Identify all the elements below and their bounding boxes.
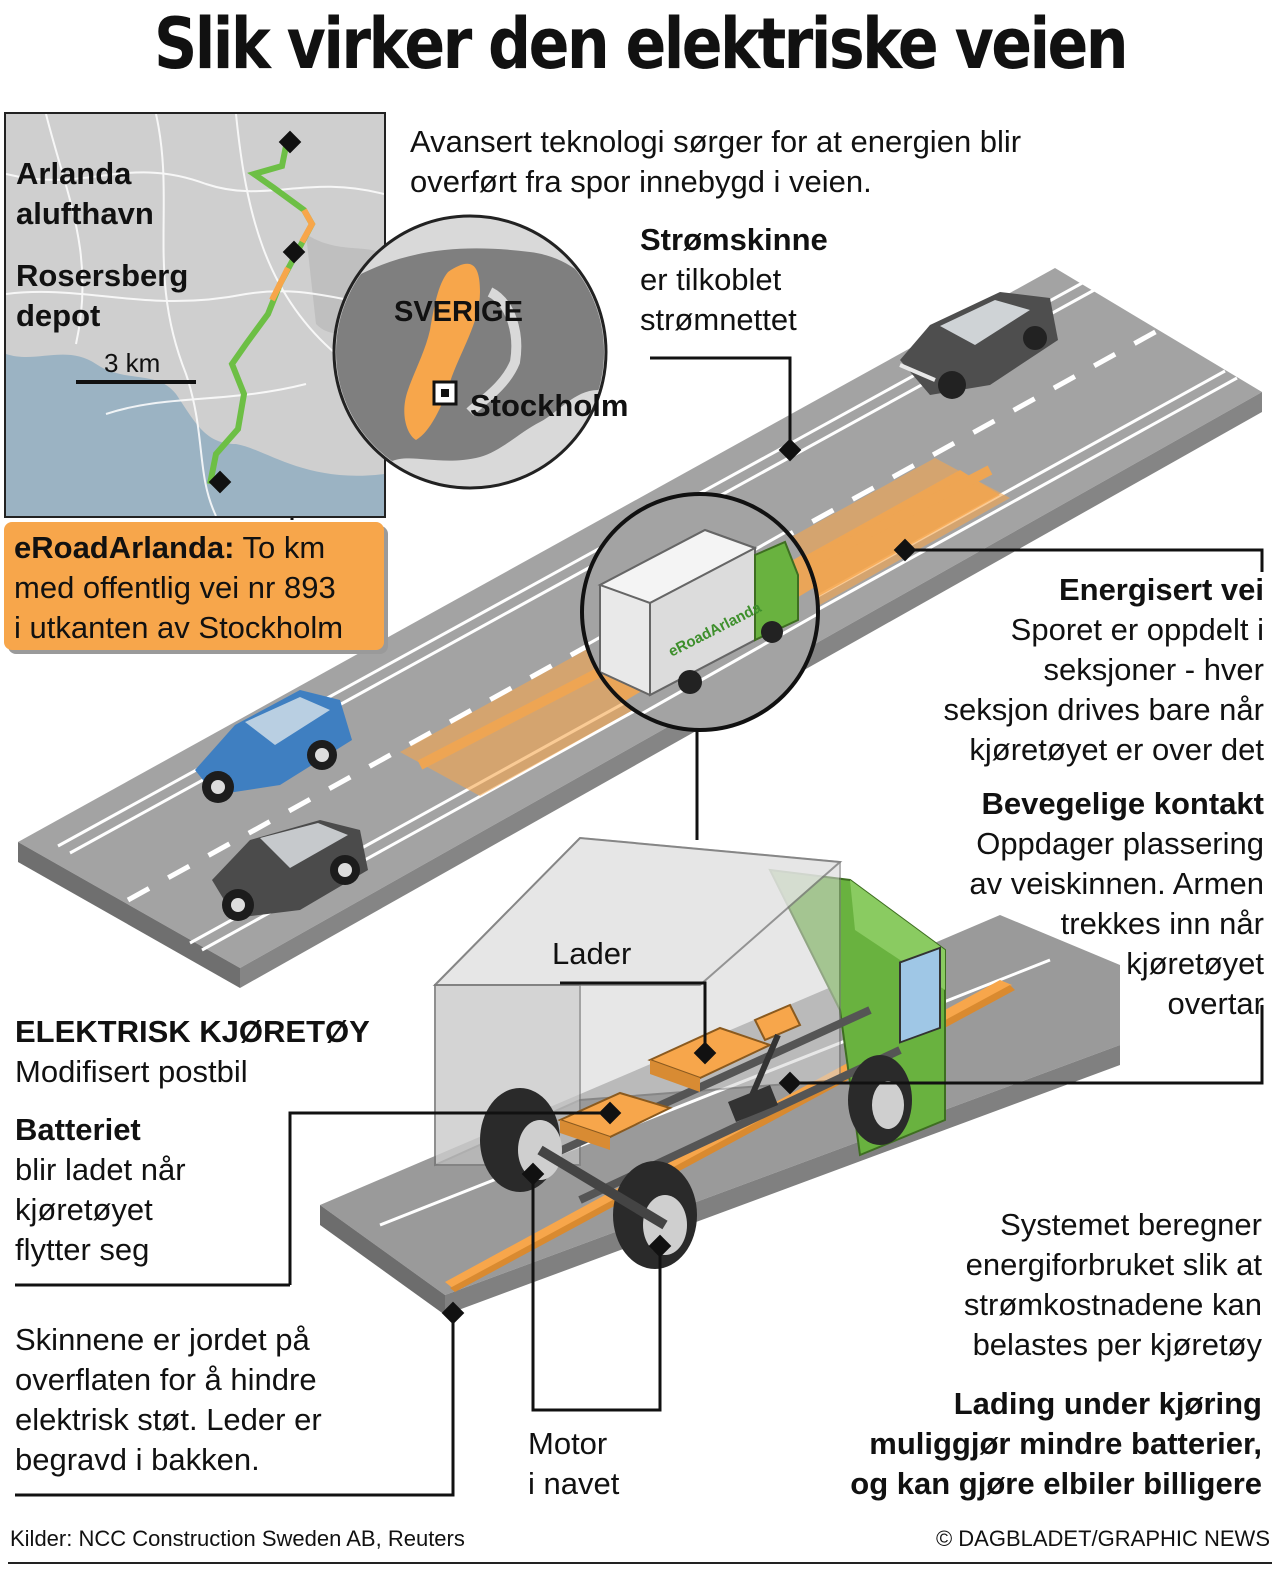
motor-block: Motor i navet [528, 1424, 619, 1504]
skinnene-block: Skinnene er jordet på overflaten for å h… [15, 1320, 322, 1480]
stromskinne-line-1: er tilkoblet [640, 262, 782, 297]
motor-line-1: Motor [528, 1426, 608, 1461]
eroad-info-box: eRoadArlanda: To km med offentlig vei nr… [4, 522, 384, 650]
skinnene-line-3: elektrisk støt. Leder er [15, 1402, 322, 1437]
systemet-line-1: Systemet beregner [1000, 1207, 1262, 1242]
energisert-line-2: seksjoner - hver [1043, 652, 1264, 687]
map-label-rosersberg: Rosersberg [16, 258, 189, 293]
intro-line-2: overført fra spor innebygd i veien. [410, 164, 872, 199]
map-scale-label: 3 km [104, 348, 161, 378]
stromskinne-heading: Strømskinne [640, 222, 828, 257]
motor-line-2: i navet [528, 1466, 620, 1501]
lading-line-3: og kan gjøre elbiler billigere [850, 1466, 1262, 1501]
skinnene-line-4: begravd i bakken. [15, 1442, 260, 1477]
systemet-block: Systemet beregner energiforbruket slik a… [760, 1205, 1262, 1365]
map-label-arlanda: Arlanda [16, 156, 132, 191]
vehicle-heading: ELEKTRISK KJØRETØY [15, 1014, 370, 1049]
vehicle-sub: Modifisert postbil [15, 1054, 248, 1089]
map-graphic [6, 114, 384, 516]
kontakt-heading: Bevegelige kontakt [981, 786, 1264, 821]
blue-car [195, 690, 352, 803]
map-label-arlanda-2: alufthavn [16, 196, 154, 231]
route-map: Arlanda alufthavn Rosersberg depot 3 km [4, 112, 386, 518]
kontakt-block: Bevegelige kontakt Oppdager plassering a… [800, 784, 1264, 1024]
stromskinne-line-2: strømnettet [640, 302, 797, 337]
kontakt-line-3: trekkes inn når [1060, 906, 1264, 941]
dark-car-bottom [212, 820, 368, 921]
info-line-1: eRoadArlanda: To km [14, 528, 374, 568]
info-line-3: i utkanten av Stockholm [14, 610, 344, 645]
intro-line-1: Avansert teknologi sørger for at energie… [410, 124, 1022, 159]
lader-label: Lader [552, 936, 632, 971]
footer-rule [8, 1562, 1272, 1564]
lading-line-1: Lading under kjøring [953, 1386, 1262, 1421]
globe-label-sverige: SVERIGE [394, 296, 523, 328]
kontakt-line-1: Oppdager plassering [976, 826, 1264, 861]
info-line-2: med offentlig vei nr 893 [14, 570, 336, 605]
skinnene-line-1: Skinnene er jordet på [15, 1322, 310, 1357]
energisert-line-3: seksjon drives bare når [943, 692, 1265, 727]
dark-car-top [899, 292, 1058, 399]
energisert-line-1: Sporet er oppdelt i [1010, 612, 1264, 647]
map-label-rosersberg-2: depot [16, 298, 101, 333]
batteri-line-2: kjøretøyet [15, 1192, 153, 1227]
magnifier: eRoadArlanda [580, 492, 820, 732]
skinnene-line-2: overflaten for å hindre [15, 1362, 317, 1397]
energisert-heading: Energisert vei [1058, 572, 1264, 607]
energisert-block: Energisert vei Sporet er oppdelt i seksj… [800, 570, 1265, 770]
systemet-line-2: energiforbruket slik at [965, 1247, 1262, 1282]
info-name: eRoadArlanda: [14, 530, 235, 565]
callout-dots [441, 438, 917, 1325]
footer-sources: Kilder: NCC Construction Sweden AB, Reut… [10, 1526, 465, 1551]
systemet-line-3: strømkostnadene kan [963, 1287, 1262, 1322]
globe-label-stockholm: Stockholm [470, 388, 629, 423]
lading-block: Lading under kjøring muliggjør mindre ba… [700, 1384, 1262, 1504]
lading-line-2: muliggjør mindre batterier, [869, 1426, 1262, 1461]
batteri-line-3: flytter seg [15, 1232, 150, 1267]
batteri-line-1: blir ladet når [15, 1152, 186, 1187]
kontakt-line-5: overtar [1167, 986, 1264, 1021]
footer-credit: © DAGBLADET/GRAPHIC NEWS [935, 1526, 1270, 1551]
globe [332, 214, 608, 490]
info-text-1: To km [242, 530, 326, 565]
kontakt-line-4: kjøretøyet [1126, 946, 1264, 981]
energisert-line-4: kjøretøyet er over det [969, 732, 1264, 767]
batteri-heading: Batteriet [15, 1112, 141, 1147]
page-title: Slik virker den elektriske veien [153, 3, 1129, 85]
kontakt-line-2: av veiskinnen. Armen [969, 866, 1264, 901]
systemet-line-4: belastes per kjøretøy [972, 1327, 1262, 1362]
batteri-block: Batteriet blir ladet når kjøretøyet flyt… [15, 1110, 186, 1270]
